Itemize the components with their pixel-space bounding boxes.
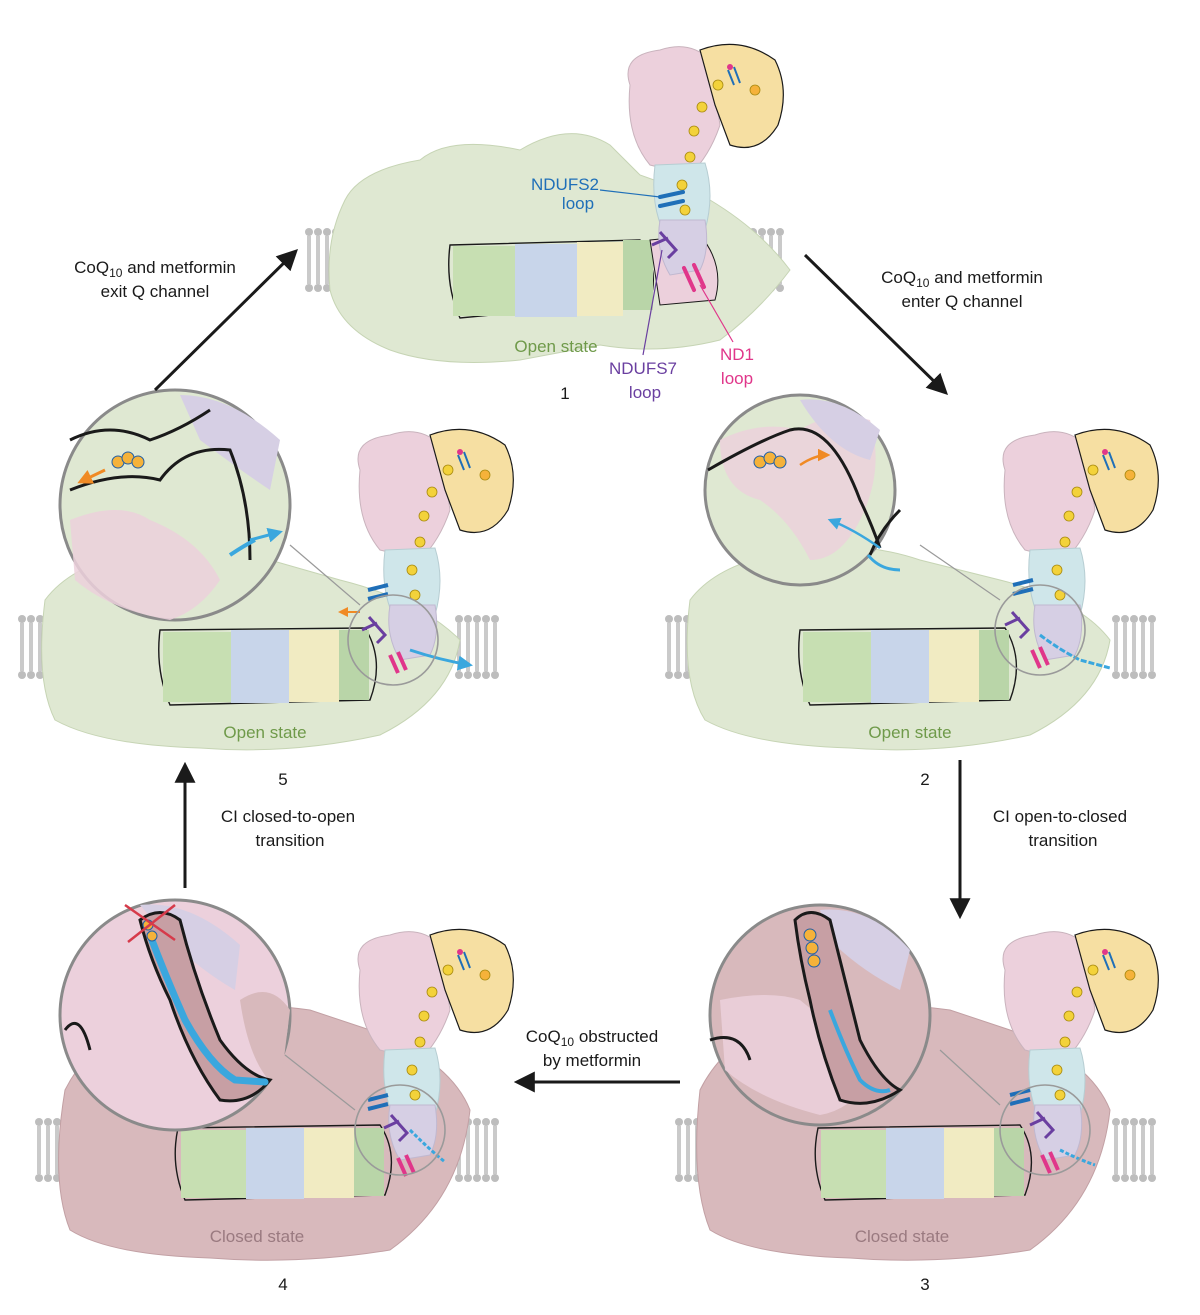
state-label-3: Closed state — [855, 1227, 950, 1246]
state-label-5: Open state — [223, 723, 306, 742]
panel-number-3: 3 — [920, 1275, 929, 1294]
panel-number-2: 2 — [920, 770, 929, 789]
arrow-5-to-1 — [153, 249, 298, 392]
transition-label-5-1-line2: exit Q channel — [101, 282, 210, 301]
panel-1: NDUFS2 loop NDUFS7 loop ND1 loop Open st… — [304, 43, 791, 403]
ndufs7-loop-shape — [651, 231, 679, 260]
transition-label-2-3-line2: transition — [1029, 831, 1098, 850]
transition-label-4-5: CI closed-to-open — [221, 807, 355, 826]
ndufs2-label-line2: loop — [562, 194, 594, 213]
panel-2: Open state 2 — [664, 393, 1160, 789]
transition-label-1-2-line2: enter Q channel — [902, 292, 1023, 311]
transition-label-3-4-line2: by metformin — [543, 1051, 641, 1070]
panel-5: Open state 5 — [17, 388, 515, 789]
membrane-segment — [453, 246, 515, 316]
ndufs7-label: NDUFS7 — [609, 359, 677, 378]
panel-number-1: 1 — [560, 384, 569, 403]
membrane-segment — [515, 244, 577, 317]
transition-label-3-4: CoQ10 obstructed — [526, 1027, 658, 1049]
ndufs2-loop-shape — [658, 190, 685, 208]
panel-number-4: 4 — [278, 1275, 287, 1294]
transition-label-2-3: CI open-to-closed — [993, 807, 1127, 826]
transition-label-1-2: CoQ10 and metformin — [881, 268, 1043, 290]
membrane-segment — [577, 242, 623, 316]
panel-number-5: 5 — [278, 770, 287, 789]
nd1-label-line2: loop — [721, 369, 753, 388]
state-label-2: Open state — [868, 723, 951, 742]
state-label-4: Closed state — [210, 1227, 305, 1246]
nd1-loop-shape — [682, 263, 706, 292]
ndufs7-label-line2: loop — [629, 383, 661, 402]
panel-4: Closed state 4 — [34, 898, 515, 1294]
membrane-segment — [623, 240, 653, 310]
state-label-1: Open state — [514, 337, 597, 356]
ndufs2-label: NDUFS2 — [531, 175, 599, 194]
transition-label-5-1: CoQ10 and metformin — [74, 258, 236, 280]
transition-label-4-5-line2: transition — [256, 831, 325, 850]
panel-3: Closed state 3 — [674, 903, 1160, 1294]
arrow-1-to-2 — [803, 253, 949, 395]
nd1-label: ND1 — [720, 345, 754, 364]
